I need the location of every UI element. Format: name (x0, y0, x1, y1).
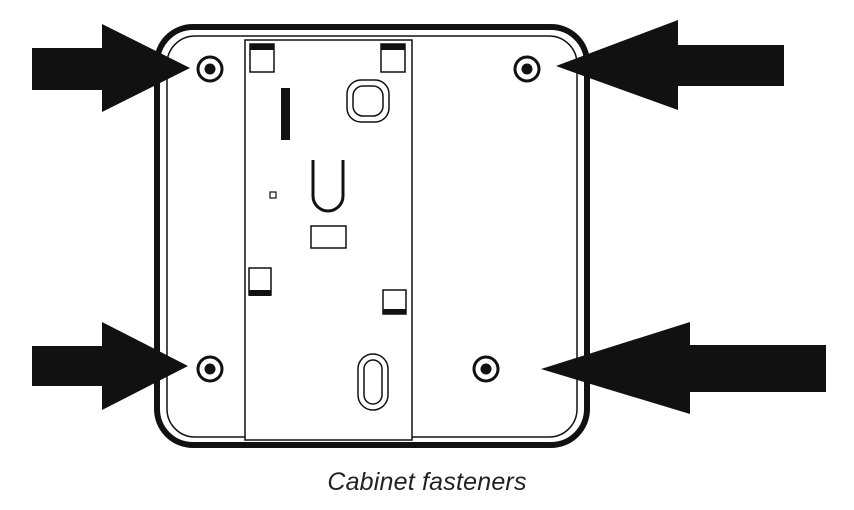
screw-hole-icon (196, 355, 224, 383)
oblong-slot (357, 353, 389, 411)
u-clip (311, 160, 345, 213)
rectangular-tab (310, 225, 347, 249)
side-tab-right (382, 289, 407, 315)
figure-caption: Cabinet fasteners (327, 468, 527, 496)
top-tab-right (380, 43, 406, 73)
arrow-icon (32, 24, 190, 112)
arrow-icon (556, 20, 784, 110)
screw-hole-icon (196, 55, 224, 83)
vertical-slot (281, 88, 290, 140)
top-tab-left (249, 43, 275, 73)
screw-hole-icon (472, 355, 500, 383)
small-square (269, 191, 277, 199)
side-tab-left (248, 267, 272, 296)
screw-hole-icon (513, 55, 541, 83)
arrow-icon (541, 322, 826, 414)
rounded-button (346, 79, 390, 123)
arrow-icon (32, 322, 188, 410)
